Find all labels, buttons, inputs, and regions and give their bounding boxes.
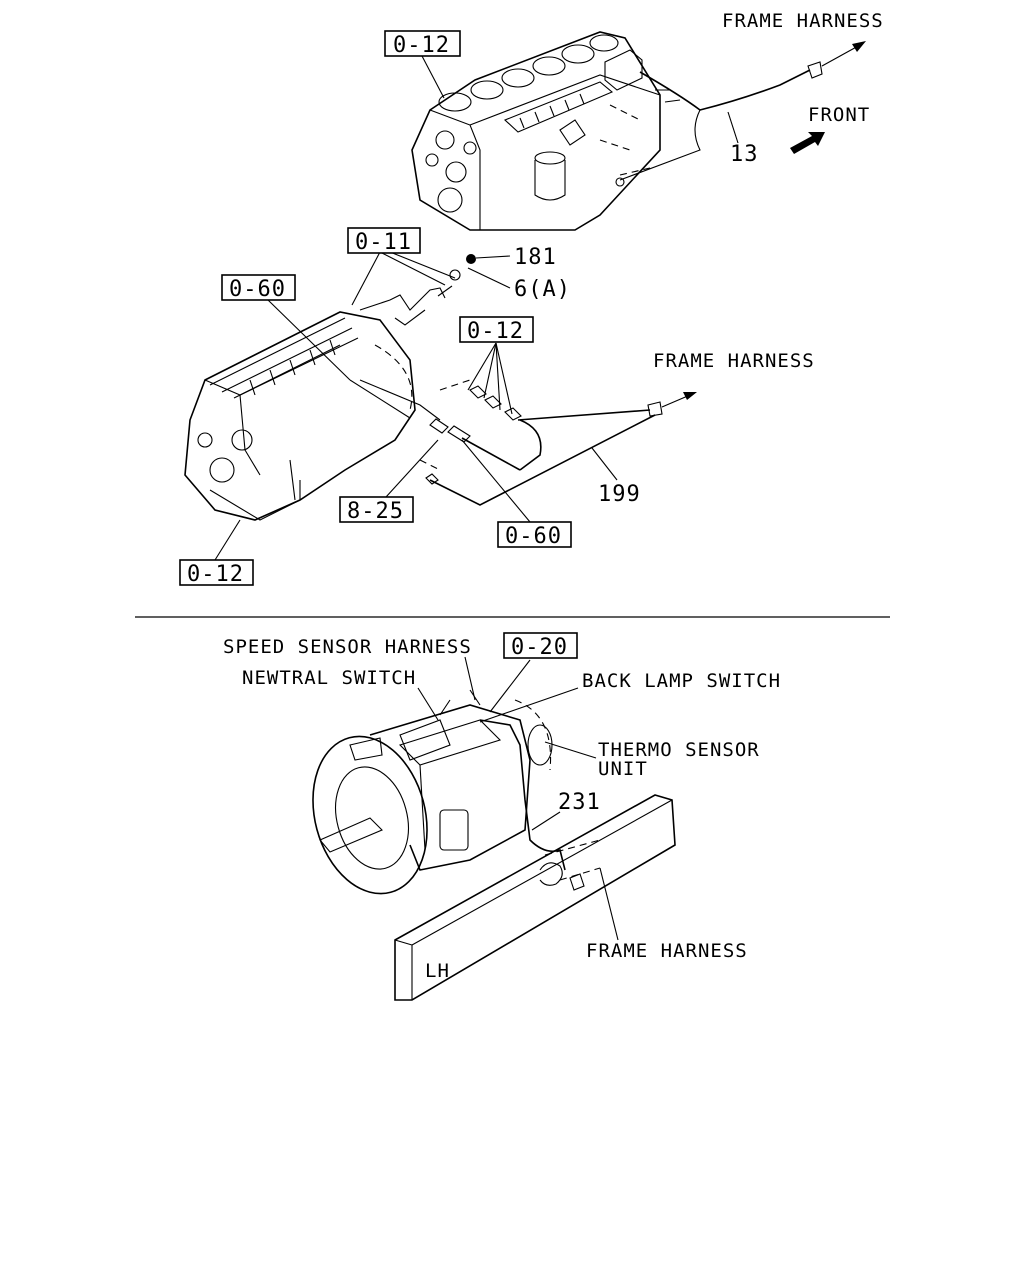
lh-label: LH (425, 960, 450, 982)
ref-label-0-60-hose: 0-60 (505, 524, 562, 549)
neutral-switch-label: NEWTRAL SWITCH (242, 667, 416, 689)
frame-harness-label-bottom: FRAME HARNESS (586, 940, 748, 962)
ref-box-8-25 (339, 496, 414, 523)
back-lamp-switch-label: BACK LAMP SWITCH (582, 670, 781, 692)
part-13-label: 13 (730, 142, 759, 167)
ref-label-0-20: 0-20 (511, 635, 568, 660)
thermo-sensor-unit-label: UNIT (598, 758, 648, 780)
middle-engine-illustration (184, 251, 697, 561)
part-6a-label: 6(A) (514, 277, 571, 302)
ref-label-top-engine: 0-12 (393, 33, 450, 58)
ref-label-8-25: 8-25 (347, 499, 404, 524)
ref-label-0-12-bottom: 0-12 (187, 562, 244, 587)
ref-label-0-11: 0-11 (355, 230, 412, 255)
frame-harness-label-top: FRAME HARNESS (722, 10, 884, 32)
ref-box-0-60-left (221, 274, 296, 301)
top-engine-illustration (411, 31, 866, 231)
ref-box-top-engine (384, 30, 461, 57)
ref-box-0-12-pipe (459, 316, 534, 343)
part-181-label: 181 (514, 245, 557, 270)
transmission-illustration (312, 656, 676, 1001)
ref-box-0-60-hose (497, 521, 572, 548)
ref-label-0-60-left: 0-60 (229, 277, 286, 302)
ref-box-0-20 (503, 632, 578, 659)
thermo-sensor-label: THERMO SENSOR (598, 739, 760, 761)
front-label: FRONT (808, 104, 870, 126)
ref-box-0-11 (347, 227, 421, 254)
frame-harness-label-middle: FRAME HARNESS (653, 350, 815, 372)
speed-sensor-harness-label: SPEED SENSOR HARNESS (223, 636, 472, 658)
part-231-label: 231 (558, 790, 601, 815)
part-199-label: 199 (598, 482, 641, 507)
ref-box-0-12-bottom (179, 559, 254, 586)
ref-label-0-12-pipe: 0-12 (467, 319, 524, 344)
